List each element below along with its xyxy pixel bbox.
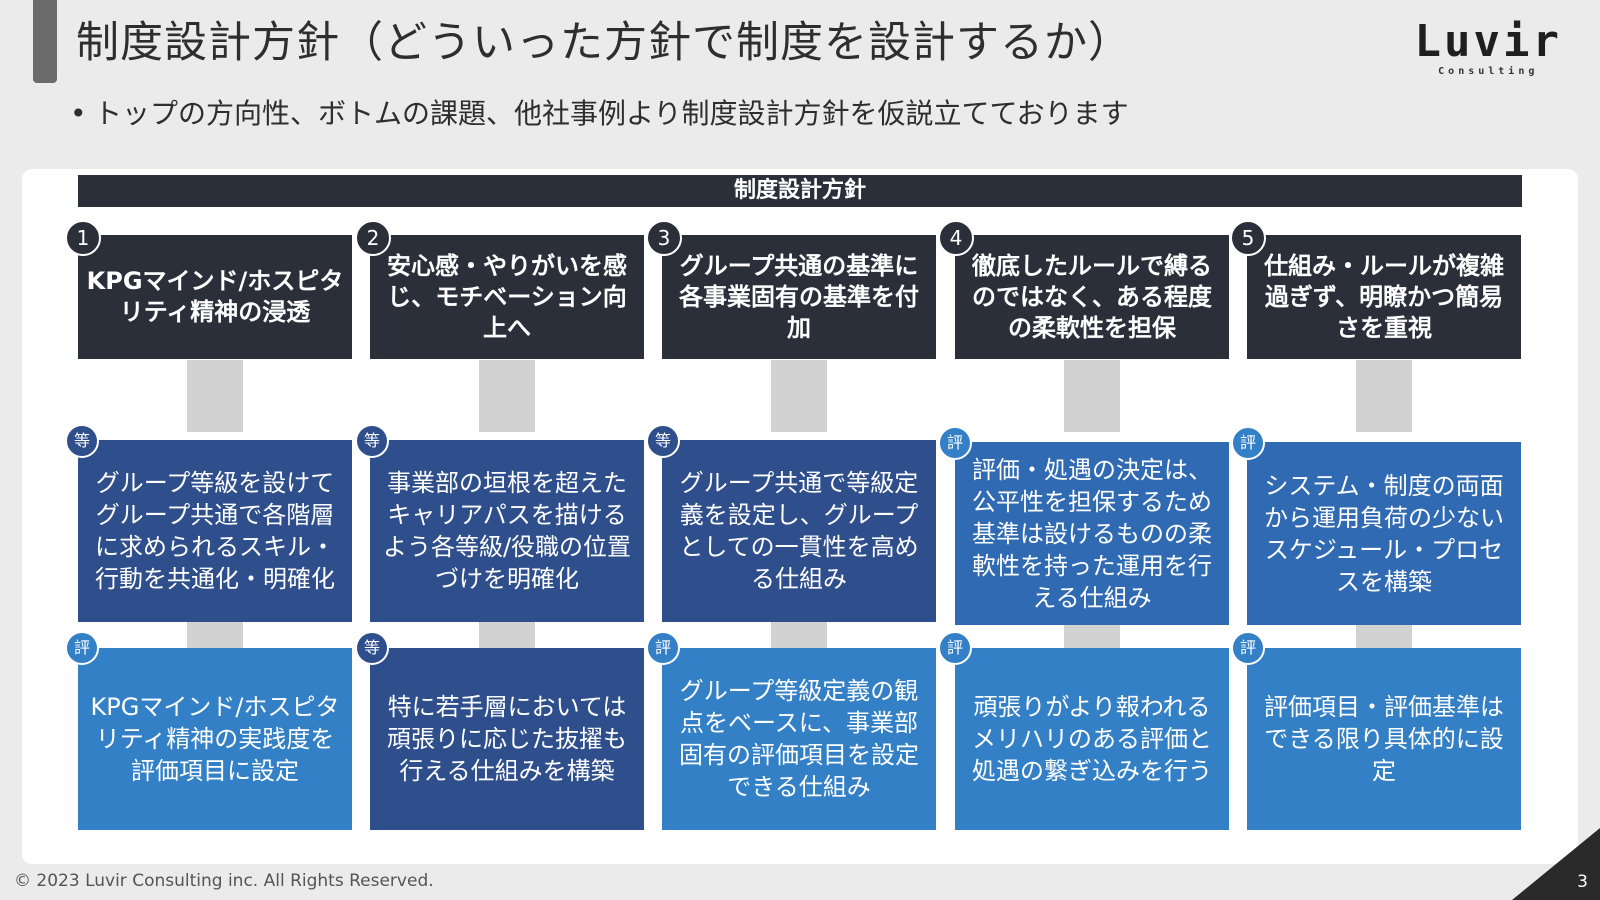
section-header: 制度設計方針 [78, 175, 1522, 207]
detail-box-3-bottom: グループ等級定義の観点をベースに、事業部固有の評価項目を設定できる仕組み [662, 648, 936, 830]
detail-box-1-bottom: KPGマインド/ホスピタリティ精神の実践度を評価項目に設定 [78, 648, 352, 830]
category-tag: 評 [646, 631, 680, 665]
number-badge-1: 1 [65, 220, 101, 256]
connector [771, 622, 827, 648]
subtitle-bullet-item: •トップの方向性、ボトムの課題、他社事例より制度設計方針を仮説立てております [70, 92, 1129, 132]
connector [1064, 360, 1120, 432]
number-badge-2: 2 [355, 220, 391, 256]
subtitle-text: トップの方向性、ボトムの課題、他社事例より制度設計方針を仮説立てております [94, 97, 1129, 130]
category-tag: 等 [355, 424, 389, 458]
category-tag: 等 [65, 424, 99, 458]
title-accent-bar [33, 0, 57, 83]
connector [1356, 360, 1412, 432]
principle-box-5: 仕組み・ルールが複雑過ぎず、明瞭かつ簡易さを重視 [1247, 235, 1521, 359]
category-tag: 評 [1231, 631, 1265, 665]
number-badge-4: 4 [938, 220, 974, 256]
connector [1064, 625, 1120, 648]
page-title: 制度設計方針（どういった方針で制度を設計するか） [76, 18, 1132, 68]
copyright-footer: © 2023 Luvir Consulting inc. All Rights … [14, 871, 434, 891]
number-badge-3: 3 [646, 220, 682, 256]
detail-box-4-top: 評価・処遇の決定は、公平性を担保するため基準は設けるものの柔軟性を持った運用を行… [955, 442, 1229, 625]
page-number: 3 [1577, 872, 1588, 892]
category-tag: 評 [938, 426, 972, 460]
detail-box-2-top: 事業部の垣根を超えたキャリアパスを描けるよう各等級/役職の位置づけを明確化 [370, 440, 644, 622]
corner-decoration [1512, 828, 1600, 900]
detail-box-5-bottom: 評価項目・評価基準はできる限り具体的に設定 [1247, 648, 1521, 830]
logo-subtext: Consulting [1438, 66, 1539, 77]
category-tag: 等 [646, 424, 680, 458]
connector [187, 622, 243, 648]
principle-box-1: KPGマインド/ホスピタリティ精神の浸透 [78, 235, 352, 359]
detail-box-2-bottom: 特に若手層においては頑張りに応じた抜擢も行える仕組みを構築 [370, 648, 644, 830]
number-badge-5: 5 [1230, 220, 1266, 256]
luvir-logo: Luvir Consulting [1414, 16, 1562, 78]
principle-box-2: 安心感・やりがいを感じ、モチベーション向上へ [370, 235, 644, 359]
connector [187, 360, 243, 432]
detail-box-4-bottom: 頑張りがより報われるメリハリのある評価と処遇の繋ぎ込みを行う [955, 648, 1229, 830]
connector [479, 360, 535, 432]
category-tag: 評 [938, 631, 972, 665]
principle-box-3: グループ共通の基準に各事業固有の基準を付加 [662, 235, 936, 359]
detail-box-1-top: グループ等級を設けてグループ共通で各階層に求められるスキル・行動を共通化・明確化 [78, 440, 352, 622]
category-tag: 評 [65, 631, 99, 665]
category-tag: 評 [1231, 426, 1265, 460]
detail-box-5-top: システム・制度の両面から運用負荷の少ないスケジュール・プロセスを構築 [1247, 442, 1521, 625]
connector [1356, 625, 1412, 648]
detail-box-3-top: グループ共通で等級定義を設定し、グループとしての一貫性を高める仕組み [662, 440, 936, 622]
bullet-marker: • [70, 97, 87, 130]
connector [771, 360, 827, 432]
category-tag: 等 [355, 631, 389, 665]
principle-box-4: 徹底したルールで縛るのではなく、ある程度の柔軟性を担保 [955, 235, 1229, 359]
connector [479, 622, 535, 648]
logo-wordmark: Luvir [1414, 16, 1562, 67]
